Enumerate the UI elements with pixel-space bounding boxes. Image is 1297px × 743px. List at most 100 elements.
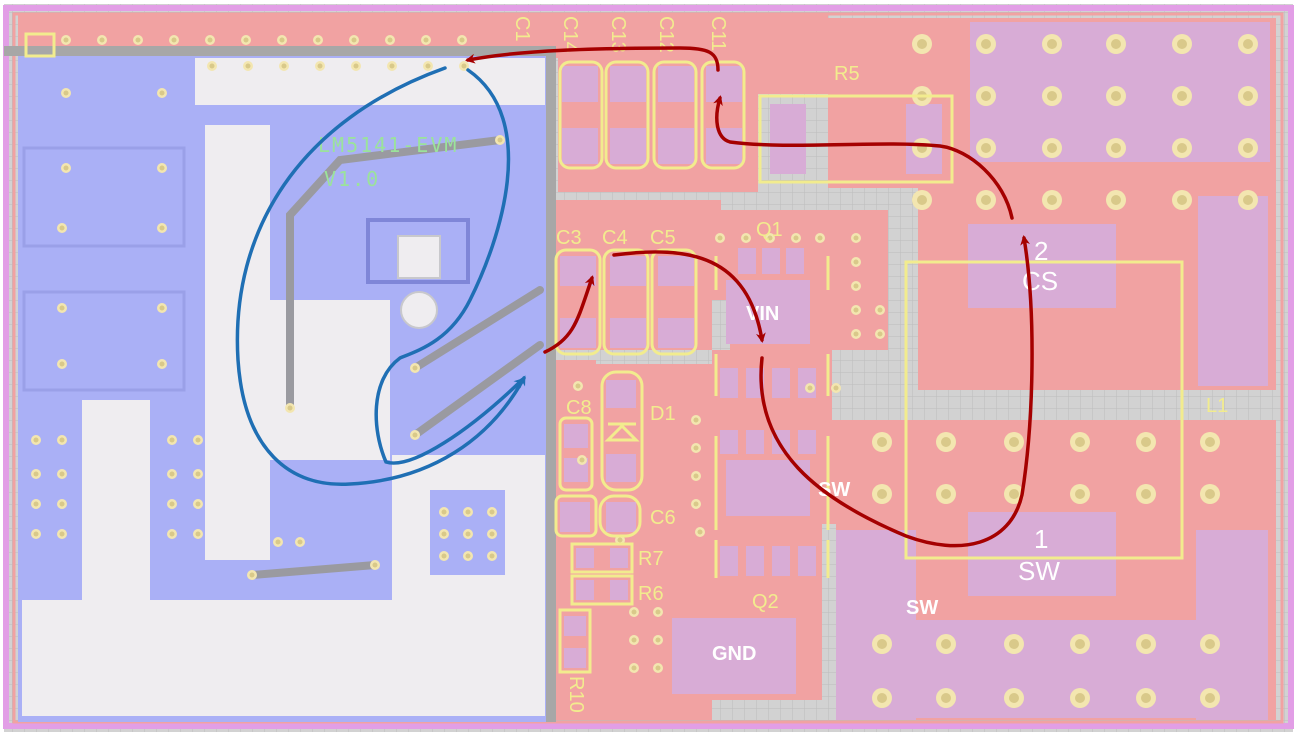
via-hole — [353, 63, 359, 69]
via-hole — [63, 165, 69, 171]
via-hole — [99, 37, 105, 43]
via-hole — [877, 489, 887, 499]
via-hole — [33, 531, 39, 537]
via-hole — [465, 509, 471, 515]
via-hole — [169, 437, 175, 443]
via-hole — [1243, 39, 1253, 49]
via-hole — [169, 471, 175, 477]
label-c6: C6 — [650, 507, 676, 529]
via-hole — [275, 539, 281, 545]
pin1-marker — [24, 32, 56, 58]
via-hole — [941, 489, 951, 499]
via-hole — [245, 63, 251, 69]
bottom-copper-region — [18, 52, 554, 722]
label-q2: Q2 — [752, 591, 779, 613]
via-hole — [1141, 437, 1151, 447]
via-hole — [441, 553, 447, 559]
label-c8: C8 — [566, 397, 592, 419]
via-hole — [575, 383, 581, 389]
via-hole — [877, 639, 887, 649]
via-hole — [287, 405, 293, 411]
label-l1: L1 — [1206, 395, 1228, 417]
label-c3: C3 — [556, 227, 582, 249]
inductor-pad2-number: 2 — [1034, 236, 1048, 266]
inductor-pad1-number: 1 — [1034, 524, 1048, 554]
via-hole — [1075, 693, 1085, 703]
via-hole — [1243, 195, 1253, 205]
via-hole — [441, 509, 447, 515]
via-hole — [317, 63, 323, 69]
label-c11: C11 — [707, 16, 729, 51]
via-hole — [981, 39, 991, 49]
label-r5: R5 — [834, 63, 860, 85]
via-hole — [135, 37, 141, 43]
via-hole — [1111, 39, 1121, 49]
via-hole — [412, 365, 418, 371]
via-hole — [459, 37, 465, 43]
via-hole — [853, 307, 859, 313]
via-hole — [917, 195, 927, 205]
via-hole — [387, 37, 393, 43]
via-hole — [981, 91, 991, 101]
hot-loop-arrows — [465, 46, 1034, 548]
via-hole — [877, 307, 883, 313]
via-hole — [981, 143, 991, 153]
board-title-silkscreen: LM5141-EVM — [318, 133, 458, 157]
via-hole — [693, 473, 699, 479]
via-hole — [1047, 39, 1057, 49]
via-hole — [655, 665, 661, 671]
via-hole — [853, 235, 859, 241]
label-d1: D1 — [650, 403, 676, 425]
via-hole — [281, 63, 287, 69]
via-hole — [1205, 437, 1215, 447]
via-hole — [63, 37, 69, 43]
via-hole — [195, 501, 201, 507]
via-hole — [1047, 91, 1057, 101]
via-hole — [159, 165, 165, 171]
via-hole — [171, 37, 177, 43]
via-hole — [59, 305, 65, 311]
via-hole — [877, 693, 887, 703]
via-hole — [1205, 639, 1215, 649]
via-hole — [717, 235, 723, 241]
via-hole — [793, 235, 799, 241]
via-hole — [877, 331, 883, 337]
via-hole — [807, 385, 813, 391]
via-hole — [169, 531, 175, 537]
via-hole — [159, 305, 165, 311]
via-hole — [655, 609, 661, 615]
via-hole — [1047, 143, 1057, 153]
via-hole — [743, 235, 749, 241]
via-hole — [159, 90, 165, 96]
via-hole — [389, 63, 395, 69]
via-hole — [59, 531, 65, 537]
vias — [31, 34, 1258, 708]
via-hole — [917, 39, 927, 49]
via-hole — [1243, 143, 1253, 153]
label-c14: C14 — [559, 16, 581, 53]
label-r6: R6 — [638, 583, 664, 605]
via-hole — [693, 417, 699, 423]
via-hole — [441, 531, 447, 537]
via-hole — [1009, 489, 1019, 499]
via-hole — [249, 572, 255, 578]
via-hole — [1177, 39, 1187, 49]
via-hole — [297, 539, 303, 545]
via-hole — [461, 63, 467, 69]
via-hole — [941, 639, 951, 649]
via-hole — [159, 361, 165, 367]
via-hole — [697, 529, 703, 535]
net-label-sw-q1: SW — [818, 479, 850, 501]
arrow-vin-through-sw-to-cs — [759, 235, 1034, 548]
via-hole — [767, 235, 773, 241]
via-hole — [59, 361, 65, 367]
via-hole — [833, 385, 839, 391]
label-c12: C12 — [655, 16, 677, 53]
via-hole — [33, 501, 39, 507]
via-hole — [209, 63, 215, 69]
via-hole — [1111, 91, 1121, 101]
label-r10: R10 — [565, 676, 587, 713]
via-hole — [1111, 195, 1121, 205]
via-hole — [59, 437, 65, 443]
